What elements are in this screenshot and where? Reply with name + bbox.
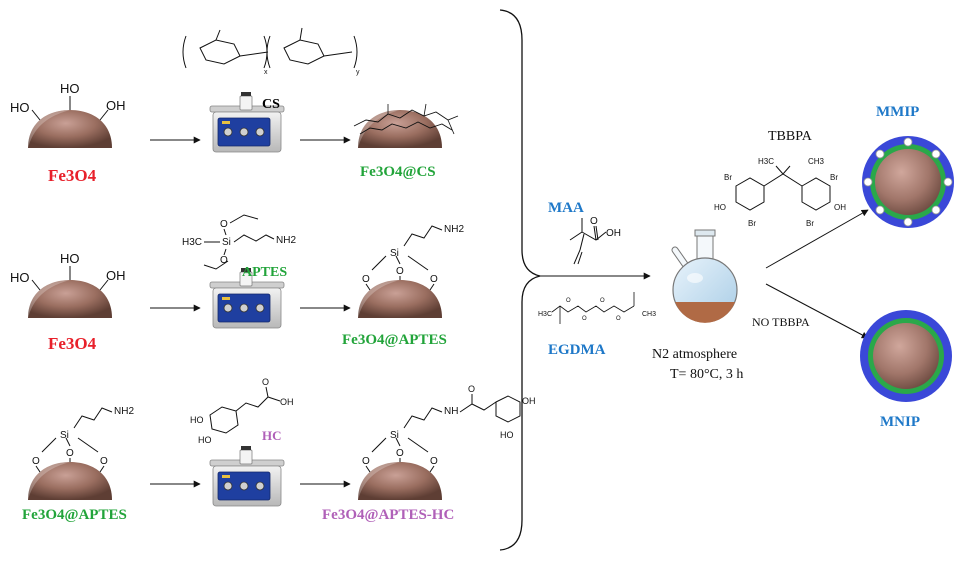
row3-reagent-label: HC bbox=[262, 428, 282, 443]
aptes-structure: H3C Si O O NH2 bbox=[182, 214, 296, 270]
row2-prod-si: Si bbox=[390, 248, 399, 259]
hc-oh: OH bbox=[280, 397, 294, 407]
row3-product-particle: O O O Si NH O OH HO bbox=[358, 384, 536, 500]
tbbpa-h3c: H3C bbox=[758, 157, 774, 166]
row3-start-o1: O bbox=[32, 456, 40, 467]
aptes-h3c: H3C bbox=[182, 237, 202, 248]
tbbpa-structure: H3C CH3 Br HO Br Br OH Br bbox=[714, 157, 846, 228]
row3-start-particle: O O O Si NH2 bbox=[28, 406, 134, 500]
row3-start-si: Si bbox=[60, 430, 69, 441]
row3-prod-oh: OH bbox=[522, 396, 536, 406]
to-mmip-arrow bbox=[765, 209, 869, 269]
to-mnip-arrow bbox=[765, 283, 869, 339]
row2-prod-nh2: NH2 bbox=[444, 224, 464, 235]
chitosan-sub-x: x bbox=[264, 69, 268, 76]
maa-structure: O OH bbox=[569, 216, 621, 265]
chitosan-structure: x y bbox=[182, 27, 360, 76]
tbbpa-ch3: CH3 bbox=[808, 157, 825, 166]
mmip-label: MMIP bbox=[876, 104, 920, 120]
row3-prod-o3: O bbox=[430, 456, 438, 467]
tbbpa-oh: OH bbox=[834, 203, 846, 212]
row1-product-particle bbox=[353, 103, 459, 148]
row3-ultrasonic-bath bbox=[209, 445, 285, 507]
maa-oh: OH bbox=[606, 228, 621, 239]
egdma-label: EGDMA bbox=[548, 342, 606, 358]
row1-reagent-label: CS bbox=[262, 97, 280, 112]
hc-o: O bbox=[262, 377, 269, 387]
egdma-o4: O bbox=[616, 316, 621, 322]
hc-ho-1: HO bbox=[190, 415, 204, 425]
row2-product-particle: O O O Si NH2 bbox=[358, 224, 464, 318]
egdma-o2: O bbox=[582, 316, 587, 322]
row3-prod-nh: NH bbox=[444, 406, 458, 417]
row3-prod-ho: HO bbox=[500, 430, 514, 440]
row3-start-o2: O bbox=[66, 448, 74, 459]
row3-prod-si: Si bbox=[390, 430, 399, 441]
row2-product-label: Fe3O4@APTES bbox=[342, 332, 447, 348]
conditions-atmosphere: N2 atmosphere bbox=[652, 347, 737, 362]
tbbpa-br-3: Br bbox=[830, 173, 838, 182]
row2-reagent-label: APTES bbox=[242, 265, 287, 280]
row3-start-o3: O bbox=[100, 456, 108, 467]
maa-label: MAA bbox=[548, 200, 584, 216]
row3-product-label: Fe3O4@APTES-HC bbox=[322, 507, 455, 523]
row3-start-label: Fe3O4@APTES bbox=[22, 507, 127, 523]
mnip-particle bbox=[860, 310, 952, 402]
row1-ho-top: HO bbox=[60, 81, 80, 96]
egdma-h3c: H3C bbox=[538, 311, 552, 318]
row1-oh-right: OH bbox=[106, 98, 126, 113]
merge-brace bbox=[499, 9, 541, 551]
hc-structure: O OH HO HO bbox=[190, 377, 294, 445]
aptes-nh2: NH2 bbox=[276, 235, 296, 246]
row3-start-nh2: NH2 bbox=[114, 406, 134, 417]
egdma-o1: O bbox=[566, 298, 571, 304]
tbbpa-br-4: Br bbox=[806, 219, 814, 228]
row1-start-label: Fe3O4 bbox=[48, 166, 97, 185]
conditions-temp-time: T= 80°C, 3 h bbox=[670, 367, 743, 382]
egdma-ch3: CH3 bbox=[642, 311, 656, 318]
row3-prod-o2: O bbox=[396, 448, 404, 459]
mnip-label: MNIP bbox=[880, 414, 920, 430]
template-label: TBBPA bbox=[768, 129, 813, 144]
row2-prod-o2: O bbox=[396, 266, 404, 277]
tbbpa-br-2: Br bbox=[748, 219, 756, 228]
row2-ho-left: HO bbox=[10, 270, 30, 285]
chitosan-sub-y: y bbox=[356, 69, 360, 76]
row1-start-particle: HO HO OH bbox=[10, 81, 126, 148]
row2-start-particle: HO HO OH bbox=[10, 251, 126, 318]
row1-ho-left: HO bbox=[10, 100, 30, 115]
row2-start-label: Fe3O4 bbox=[48, 334, 97, 353]
reaction-flask bbox=[671, 229, 738, 323]
no-template-label: NO TBBPA bbox=[752, 315, 810, 329]
row2-ho-top: HO bbox=[60, 251, 80, 266]
maa-o: O bbox=[590, 216, 598, 227]
row2-prod-o3: O bbox=[430, 274, 438, 285]
aptes-si: Si bbox=[222, 237, 231, 248]
row1-product-label: Fe3O4@CS bbox=[360, 164, 436, 180]
row3-prod-o1: O bbox=[362, 456, 370, 467]
mmip-particle bbox=[862, 136, 954, 228]
row2-prod-o1: O bbox=[362, 274, 370, 285]
row3-prod-o-carbonyl: O bbox=[468, 384, 475, 394]
egdma-structure: H3C CH3 O O O O bbox=[538, 292, 656, 324]
aptes-o-bottom: O bbox=[220, 255, 228, 266]
tbbpa-ho: HO bbox=[714, 203, 726, 212]
aptes-o-top: O bbox=[220, 219, 228, 230]
egdma-o3: O bbox=[600, 298, 605, 304]
hc-ho-2: HO bbox=[198, 435, 212, 445]
tbbpa-br-1: Br bbox=[724, 173, 732, 182]
row2-oh-right: OH bbox=[106, 268, 126, 283]
